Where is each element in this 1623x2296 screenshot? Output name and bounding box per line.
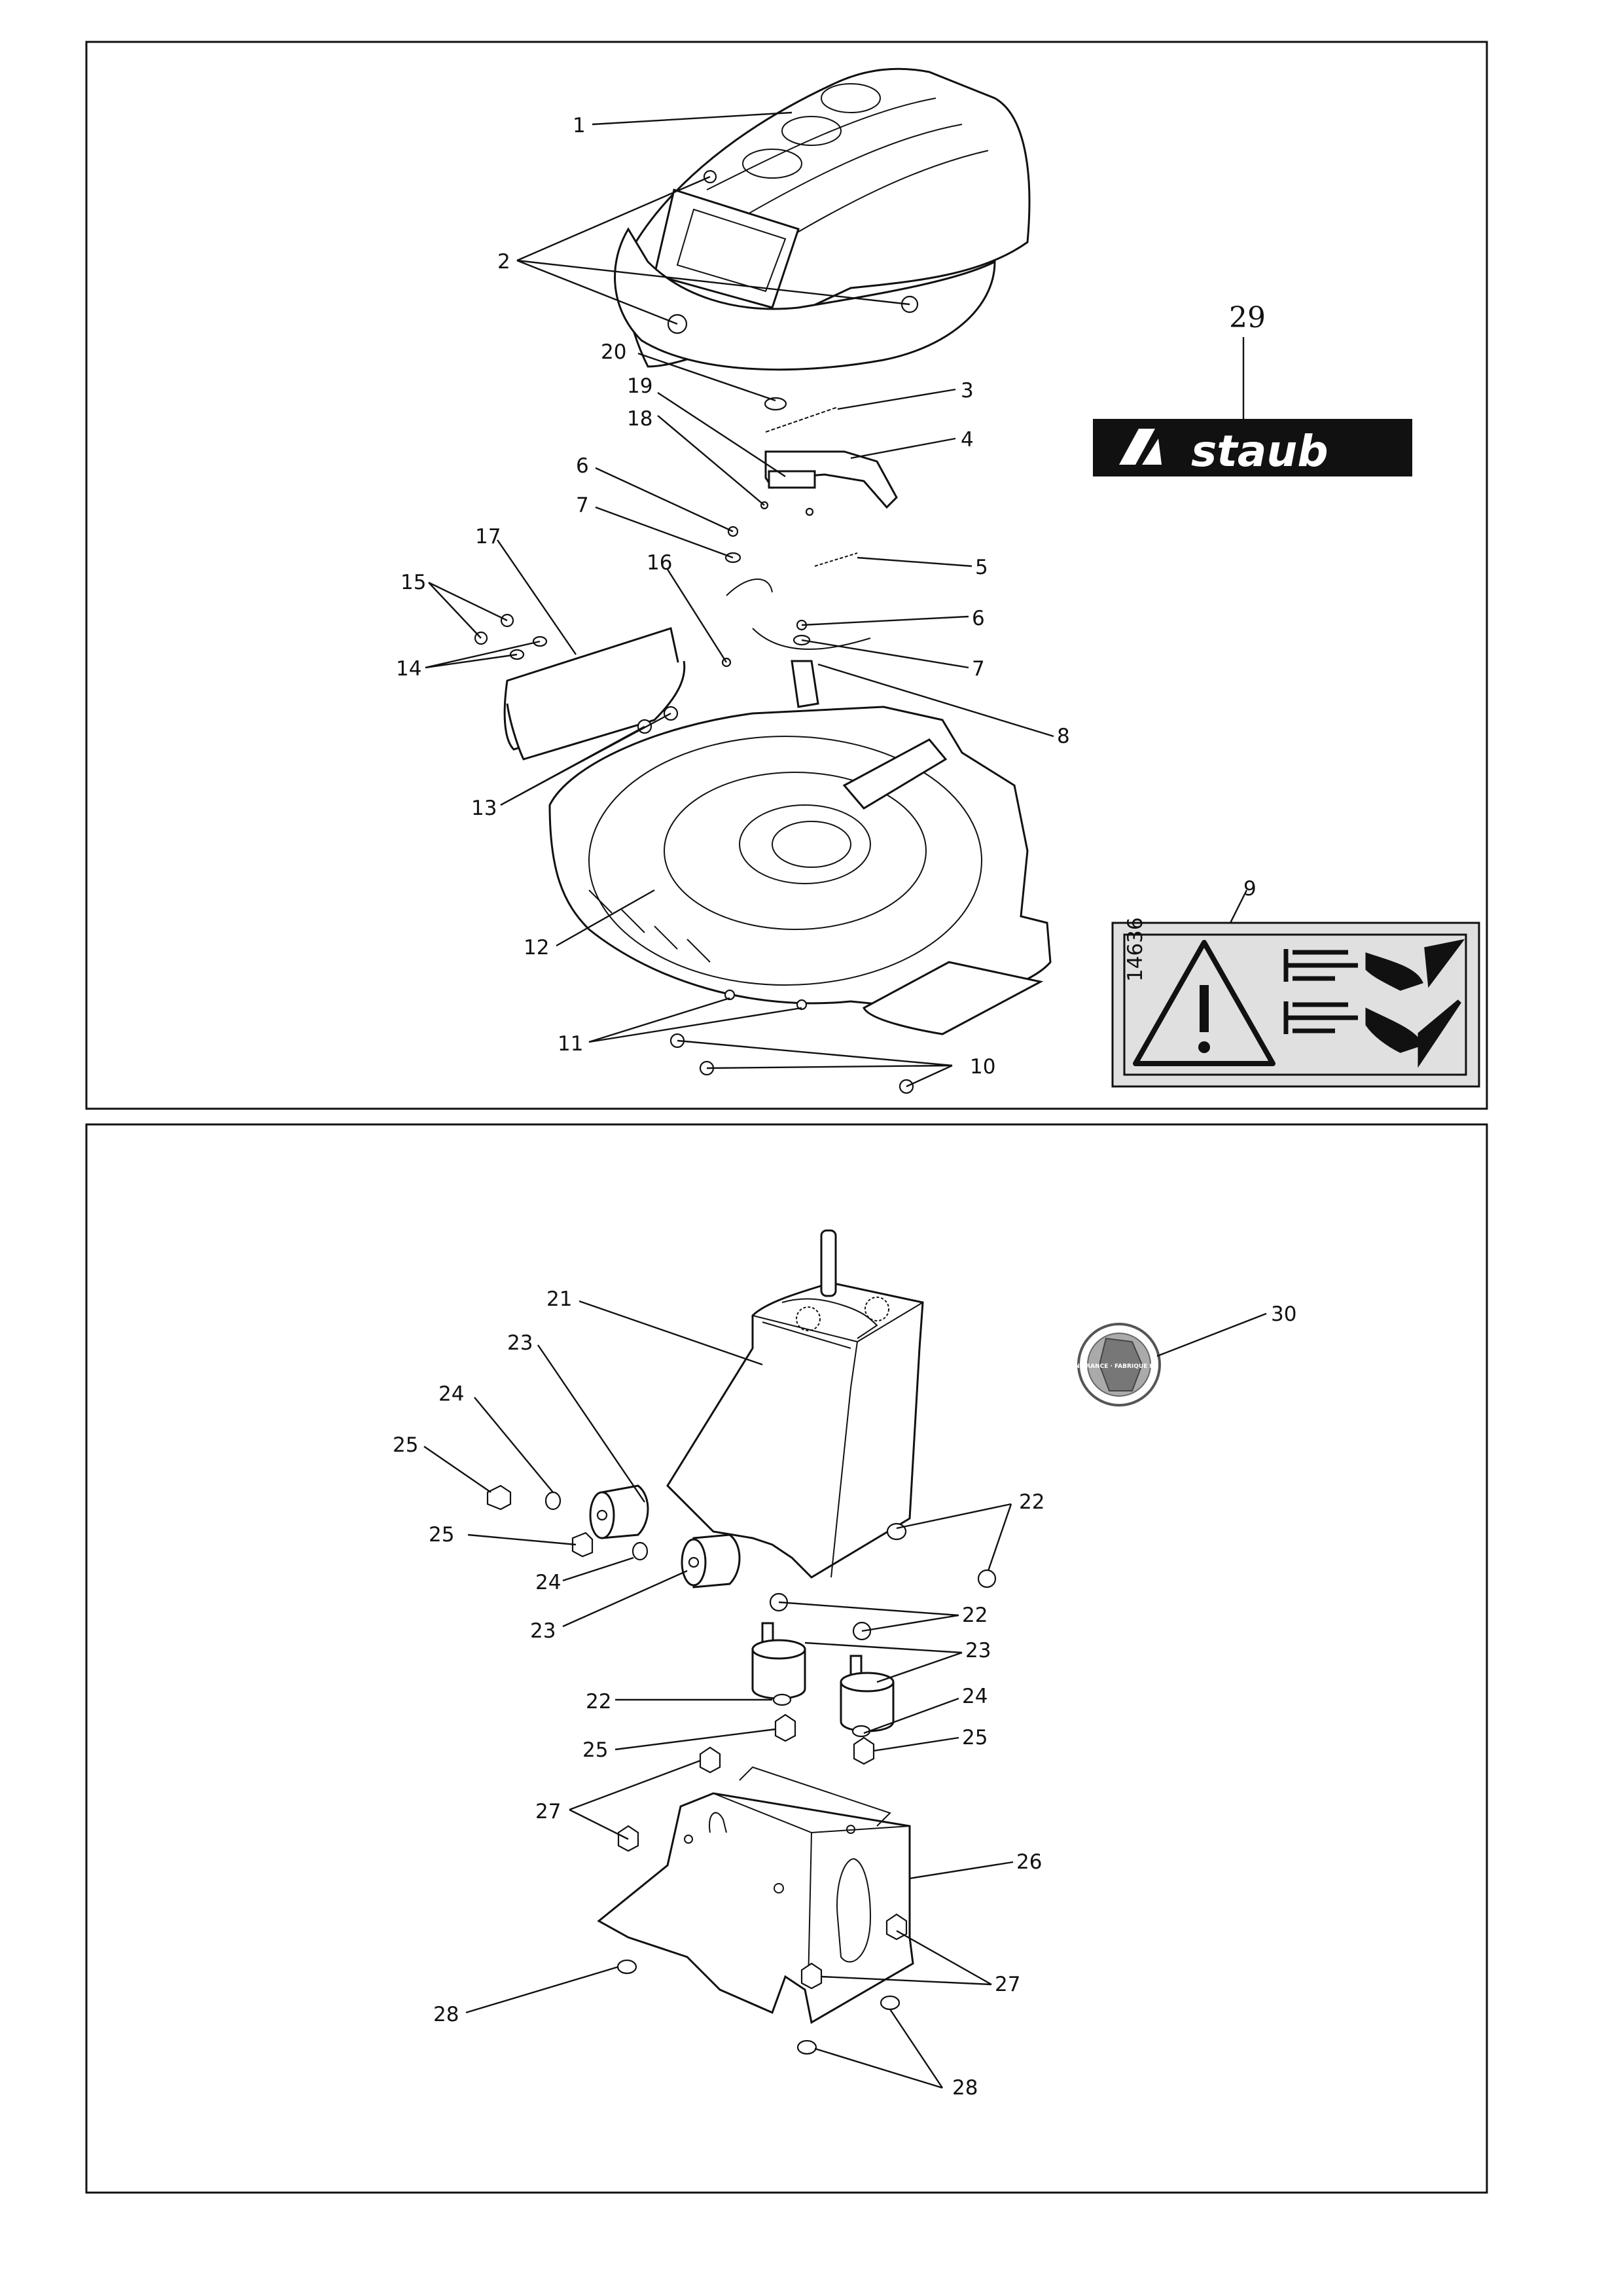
bolt-27a	[699, 1746, 721, 1774]
label-25b: 25	[429, 1523, 454, 1547]
label-22a: 22	[1019, 1490, 1044, 1514]
label-30: 30	[1271, 1302, 1296, 1326]
label-16: 16	[647, 551, 672, 575]
label-13: 13	[471, 797, 497, 820]
side-guard-17	[503, 627, 686, 761]
label-24b: 24	[535, 1571, 561, 1594]
label-7b: 7	[972, 657, 985, 681]
decal-code: 14636	[1124, 917, 1147, 982]
label-11: 11	[558, 1032, 583, 1056]
warning-decal-9: 14636	[1111, 917, 1480, 1088]
label-2: 2	[497, 250, 510, 274]
bolt-27d	[800, 1962, 823, 1990]
washer-28a	[616, 1959, 637, 1975]
label-21: 21	[546, 1287, 572, 1311]
label-1: 1	[573, 114, 586, 137]
label-28b: 28	[952, 2076, 978, 2100]
warning-triangle-icon	[1133, 940, 1275, 1066]
label-10: 10	[970, 1055, 995, 1079]
rubber-mount-23d	[840, 1655, 895, 1732]
label-9: 9	[1243, 877, 1257, 901]
screw-11a	[724, 989, 736, 1001]
label-19: 19	[627, 374, 652, 398]
label-25d: 25	[582, 1738, 608, 1762]
rubber-mount-23a	[589, 1484, 649, 1539]
label-29: 29	[1229, 301, 1266, 334]
clip-19	[768, 470, 816, 489]
label-14: 14	[396, 657, 421, 681]
label-15: 15	[401, 571, 426, 594]
hand-hazard-icon	[1283, 939, 1465, 1068]
washer-24b	[632, 1541, 649, 1561]
label-7a: 7	[576, 493, 589, 517]
label-23a: 23	[507, 1331, 533, 1355]
staub-logo: staub	[1093, 419, 1412, 476]
rubber-mount-23c	[751, 1622, 806, 1700]
washer-28b	[880, 1995, 901, 2011]
washer-28c	[796, 2039, 817, 2055]
label-26: 26	[1016, 1850, 1042, 1874]
made-in-france-seal-30: MADE IN FRANCE · FABRIQUE EN FRANCE	[1051, 1323, 1187, 1407]
label-4: 4	[961, 428, 974, 452]
top-panel-frame	[85, 41, 1488, 1110]
label-23c: 23	[530, 1619, 556, 1643]
label-6b: 6	[972, 607, 985, 630]
washer-20	[764, 397, 787, 411]
part-labels-top: 1 2 3 4 5 6 6 7 7 8 9 10 11 12 13 14 15 …	[396, 114, 1266, 1079]
rubber-mount-23b	[681, 1534, 741, 1588]
label-17: 17	[475, 525, 501, 548]
washer-22d	[772, 1693, 792, 1706]
logo-text: staub	[1191, 426, 1329, 476]
base-bracket-26	[597, 1766, 914, 2024]
label-18: 18	[627, 407, 652, 431]
bolt-25b	[571, 1532, 594, 1558]
mower-deck-12	[548, 706, 1052, 1035]
spring-5	[814, 552, 858, 567]
label-27a: 27	[535, 1800, 561, 1823]
hood-base-flange	[614, 170, 996, 371]
label-8: 8	[1057, 725, 1070, 748]
screw-11b	[796, 999, 808, 1011]
leader-lines-bottom	[423, 1300, 1267, 2089]
label-3: 3	[961, 379, 974, 403]
spring-3	[765, 406, 838, 433]
washer-24a	[544, 1491, 562, 1511]
label-25a: 25	[393, 1433, 418, 1457]
nut-22a	[977, 1569, 997, 1588]
label-12: 12	[524, 936, 549, 960]
label-6a: 6	[576, 454, 589, 478]
gearbox-housing-21	[666, 1229, 924, 1579]
label-28a: 28	[433, 2003, 459, 2026]
hood-cover	[620, 67, 1031, 368]
seal-text: MADE IN FRANCE · FABRIQUE EN FRANCE	[1051, 1363, 1186, 1370]
label-27b: 27	[995, 1973, 1020, 1996]
label-25c: 25	[962, 1726, 988, 1749]
bolt-25a	[486, 1484, 512, 1511]
label-23b: 23	[965, 1639, 991, 1662]
label-22b: 22	[962, 1604, 988, 1627]
bottom-panel-frame	[85, 1123, 1488, 2194]
label-22c: 22	[586, 1690, 611, 1713]
screw-18b	[805, 507, 814, 516]
label-5: 5	[975, 556, 988, 579]
label-24a: 24	[438, 1382, 464, 1406]
lever-8	[791, 660, 819, 708]
part-labels-bottom: 21 22 22 22 23 23 23 24 24 24 25 25 25 2…	[393, 1287, 1296, 2100]
leader-lines-top	[425, 111, 1248, 1088]
bolt-25c	[774, 1713, 796, 1742]
label-24c: 24	[962, 1685, 988, 1708]
label-20: 20	[601, 340, 626, 364]
cable-guide-8	[726, 578, 871, 650]
bolt-25d	[853, 1736, 875, 1765]
